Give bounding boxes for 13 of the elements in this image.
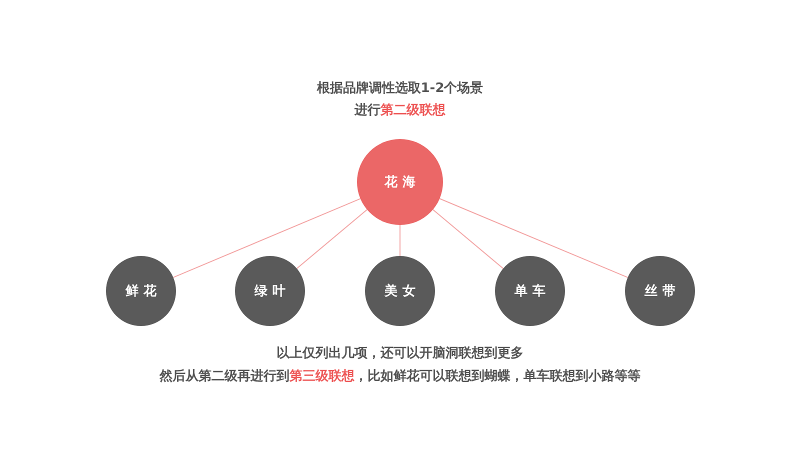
node-label: 鲜花 xyxy=(126,283,162,300)
node-label: 绿叶 xyxy=(254,283,290,300)
node-label: 丝带 xyxy=(644,283,680,300)
note-text: 然后从第二级再进行到第三级联想，比如鲜花可以联想到蝴蝶，单车联想到小路等等 xyxy=(158,368,642,386)
connector-line xyxy=(296,209,368,269)
node-label: 单车 xyxy=(514,282,550,300)
note-text: 以上仅列出几项，还可以开脑洞联想到更多 xyxy=(276,344,524,363)
node-label: 美女 xyxy=(384,282,420,300)
node-label: 花海 xyxy=(384,174,420,191)
heading-text: 根据品牌调性选取1-2个场景进行第二级联想 xyxy=(316,80,484,120)
connector-line xyxy=(439,198,628,278)
connector-line xyxy=(172,198,361,278)
connector-line xyxy=(432,209,504,269)
